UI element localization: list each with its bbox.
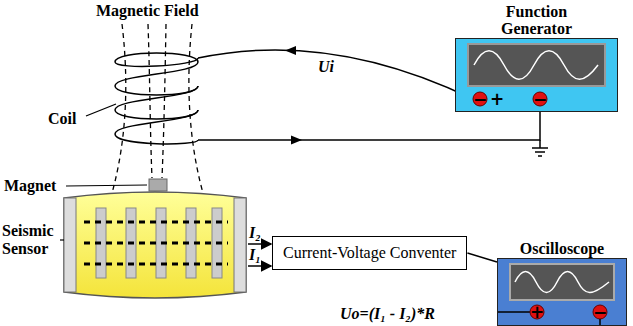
terminal-sign: + (490, 90, 504, 108)
oscilloscope-screen (510, 264, 614, 300)
ground-symbol (532, 140, 548, 156)
field-lines (110, 24, 205, 200)
generator-body (455, 38, 618, 112)
arrow-head (285, 46, 296, 55)
instrument-box: Oscilloscope (497, 258, 627, 326)
signal-name: I₂ (249, 224, 261, 242)
arrow-head (291, 136, 302, 145)
connector-line (467, 253, 497, 262)
terminal-sign: + (530, 303, 544, 321)
sine-trace (515, 272, 609, 293)
signal-name: I₁ (249, 246, 261, 264)
instrument-title: Function Generator (486, 3, 587, 37)
sine-trace (474, 51, 598, 80)
box-label: Current-Voltage Conventer (283, 244, 456, 262)
instrument-title: Oscilloscope (498, 240, 626, 257)
input-wire (497, 311, 530, 313)
process-box: Current-Voltage Conventer (272, 236, 467, 270)
formula-label: Uo=(I₁ - I₂)*R (340, 305, 435, 323)
coil-windings (115, 53, 198, 144)
generator-screen (468, 44, 605, 86)
terminal-sign: − (593, 303, 607, 321)
seismic-sensor (64, 192, 246, 298)
magnet-block (149, 179, 167, 191)
signal-wire (198, 50, 473, 99)
terminal-sign: − (533, 90, 547, 108)
field-label: Magnetic Field (96, 2, 199, 20)
part-label: Magnet (4, 177, 56, 195)
part-label: Seismic Sensor (2, 222, 60, 258)
signal-name: Ui (318, 58, 334, 76)
part-label: Coil (48, 110, 76, 128)
terminal-sign: − (473, 90, 487, 108)
oscilloscope-body (497, 258, 627, 326)
current-wires (248, 244, 271, 266)
